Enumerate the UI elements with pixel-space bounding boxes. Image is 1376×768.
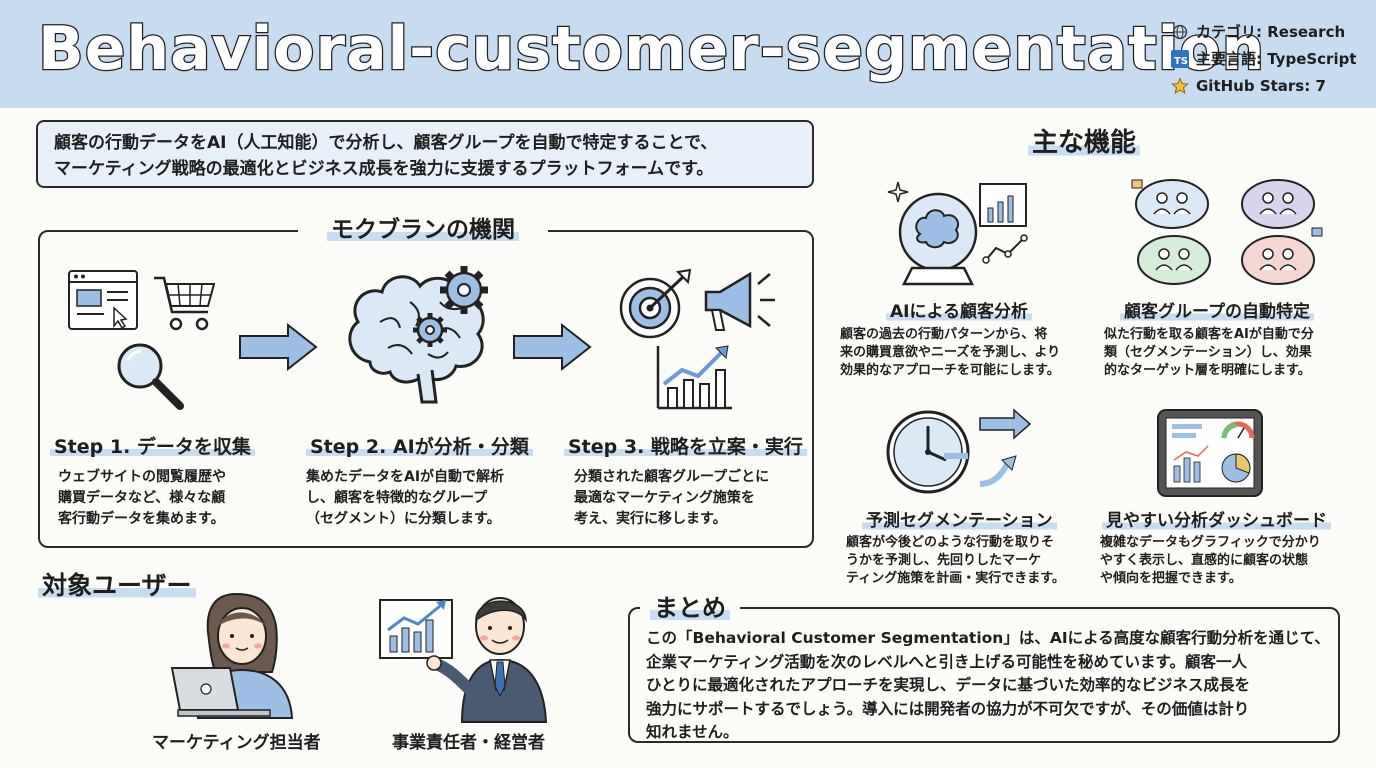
shopping-cart-icon bbox=[154, 276, 216, 331]
target-icon bbox=[619, 268, 692, 339]
feature-3-desc-line: うかを予測し、先回りしたマーケ bbox=[846, 553, 1042, 568]
globe-icon bbox=[1170, 22, 1190, 42]
clock-arrows-icon bbox=[886, 408, 1032, 494]
page-title: Behavioral-customer-segmentation bbox=[37, 13, 1266, 86]
flow-arrow-icon bbox=[239, 322, 318, 372]
feature-4-desc-line: や傾向を把握できます。 bbox=[1100, 571, 1242, 586]
step-1-desc-line: 購買データなど、様々な顧 bbox=[58, 490, 226, 506]
intro-box: 顧客の行動データをAI（人工知能）で分析し、顧客グループを自動で特定することで、… bbox=[36, 120, 814, 188]
megaphone-icon bbox=[704, 271, 775, 331]
step-2-desc: 集めたデータをAIが自動で解析 し、顧客を特徴的なグループ （セグメント）に分類… bbox=[306, 467, 504, 530]
feature-2-desc-line: 似た行動を取る顧客をAIが自動で分 bbox=[1104, 327, 1314, 342]
repo-meta: カテゴリ: Research TS 主要言語: TypeScript GitHu… bbox=[1170, 18, 1357, 99]
typescript-icon: TS bbox=[1170, 49, 1190, 69]
step-2-desc-line: し、顧客を特徴的なグループ bbox=[306, 490, 488, 506]
user-marketer-label: マーケティング担当者 bbox=[152, 733, 321, 753]
intro-line: 顧客の行動データをAI（人工知能）で分析し、顧客グループを自動で特定することで、 bbox=[54, 133, 718, 153]
features-title: 主な機能 bbox=[1028, 122, 1141, 159]
meta-category: カテゴリ: Research bbox=[1170, 18, 1357, 45]
step-2-title: Step 2. AIが分析・分類 bbox=[306, 432, 533, 459]
mechanism-title: モクブランの機関 bbox=[298, 210, 548, 250]
step-1-desc: ウェブサイトの閲覧履歴や 購買データなど、様々な顧 客行動データを集めます。 bbox=[58, 467, 226, 530]
step-3-title: Step 3. 戦略を立案・実行 bbox=[564, 432, 807, 459]
star-icon bbox=[1170, 76, 1190, 96]
summary-line: 強力にサポートするでしょう。導入には開発者の協力が不可欠ですが、その価値は計り bbox=[646, 699, 1250, 718]
ai-crystal-ball-icon bbox=[887, 181, 1028, 286]
feature-1-title: AIによる顧客分析 bbox=[886, 297, 1032, 322]
step-3-desc-line: 考え、実行に移します。 bbox=[574, 511, 727, 527]
meta-language-text: 主要言語: TypeScript bbox=[1196, 50, 1357, 68]
feature-1-desc-line: 顧客の過去の行動パターンから、将 bbox=[840, 327, 1048, 342]
feature-3-title: 予測セグメンテーション bbox=[862, 506, 1057, 531]
step-3-desc: 分類された顧客グループごとに 最適なマーケティング施策を 考え、実行に移します。 bbox=[574, 467, 769, 530]
summary-text: この「Behavioral Customer Segmentation」は、AI… bbox=[646, 627, 1330, 745]
feature-4-title: 見やすい分析ダッシュボード bbox=[1102, 506, 1331, 531]
users-title: 対象ユーザー bbox=[38, 566, 196, 602]
step-1-desc-line: ウェブサイトの閲覧履歴や bbox=[58, 469, 226, 485]
feature-3-desc: 顧客が今後どのような行動を取りそ うかを予測し、先回りしたマーケ ティング施策を… bbox=[846, 534, 1065, 588]
user-executive-label: 事業責任者・経営者 bbox=[392, 733, 545, 753]
flow-arrow-icon bbox=[513, 322, 592, 372]
summary-title: まとめ bbox=[640, 590, 740, 626]
summary-line: この「Behavioral Customer Segmentation」は、AI… bbox=[646, 629, 1330, 647]
feature-1-desc-line: 効果的なアプローチを可能にします。 bbox=[840, 363, 1060, 378]
meta-stars: GitHub Stars: 7 bbox=[1170, 72, 1357, 99]
feature-4-desc: 複雑なデータもグラフィックで分かり やすく表示し、直感的に顧客の状態 や傾向を把… bbox=[1100, 534, 1321, 588]
feature-3-desc-line: 顧客が今後どのような行動を取りそ bbox=[846, 535, 1055, 550]
feature-4-desc-line: やすく表示し、直感的に顧客の状態 bbox=[1100, 553, 1309, 568]
summary-line: ひとりに最適化されたアプローチを実現し、データに基づいた効率的なビジネス成長を bbox=[646, 676, 1251, 694]
step-3-desc-line: 最適なマーケティング施策を bbox=[574, 490, 755, 506]
browser-window-icon bbox=[68, 270, 138, 330]
intro-line: マーケティング戦略の最適化とビジネス成長を強力に支援するプラットフォームです。 bbox=[54, 159, 714, 179]
feature-2-desc-line: 類（セグメンテーション）し、効果 bbox=[1104, 345, 1312, 360]
customer-groups-icon bbox=[1131, 179, 1323, 285]
feature-4-desc-line: 複雑なデータもグラフィックで分かり bbox=[1100, 535, 1321, 550]
meta-stars-text: GitHub Stars: 7 bbox=[1196, 76, 1326, 95]
step-2-desc-line: （セグメント）に分類します。 bbox=[306, 511, 501, 527]
executive-illustration bbox=[379, 597, 548, 723]
step-1-title: Step 1. データを収集 bbox=[50, 432, 255, 459]
summary-line: 企業マーケティング活動を次のレベルへと引き上げる可能性を秘めています。顧客一人 bbox=[646, 652, 1247, 671]
meta-language: TS 主要言語: TypeScript bbox=[1170, 45, 1357, 72]
summary-box bbox=[628, 607, 1340, 743]
feature-3-desc-line: ティング施策を計画・実行できます。 bbox=[846, 571, 1065, 586]
marketer-illustration bbox=[170, 592, 294, 719]
step-2-desc-line: 集めたデータをAIが自動で解析 bbox=[306, 469, 505, 485]
dashboard-tablet-icon bbox=[1157, 409, 1263, 497]
step-3-desc-line: 分類された顧客グループごとに bbox=[574, 469, 770, 485]
feature-2-title: 顧客グループの自動特定 bbox=[1120, 297, 1314, 322]
header-banner bbox=[0, 0, 1376, 108]
feature-2-desc-line: 的なターゲット層を明確にします。 bbox=[1104, 363, 1311, 378]
feature-2-desc: 似た行動を取る顧客をAIが自動で分 類（セグメンテーション）し、効果 的なターゲ… bbox=[1104, 326, 1314, 380]
step-1-desc-line: 客行動データを集めます。 bbox=[58, 511, 225, 527]
magnifier-icon bbox=[117, 343, 184, 410]
growth-chart-icon bbox=[656, 345, 732, 410]
summary-line: 知れません。 bbox=[646, 723, 739, 741]
meta-category-text: カテゴリ: Research bbox=[1196, 23, 1346, 41]
feature-1-desc: 顧客の過去の行動パターンから、将 来の購買意欲やニーズを予測し、より 効果的なア… bbox=[840, 326, 1060, 380]
brain-gears-icon bbox=[348, 266, 488, 404]
feature-1-desc-line: 来の購買意欲やニーズを予測し、より bbox=[840, 345, 1061, 360]
